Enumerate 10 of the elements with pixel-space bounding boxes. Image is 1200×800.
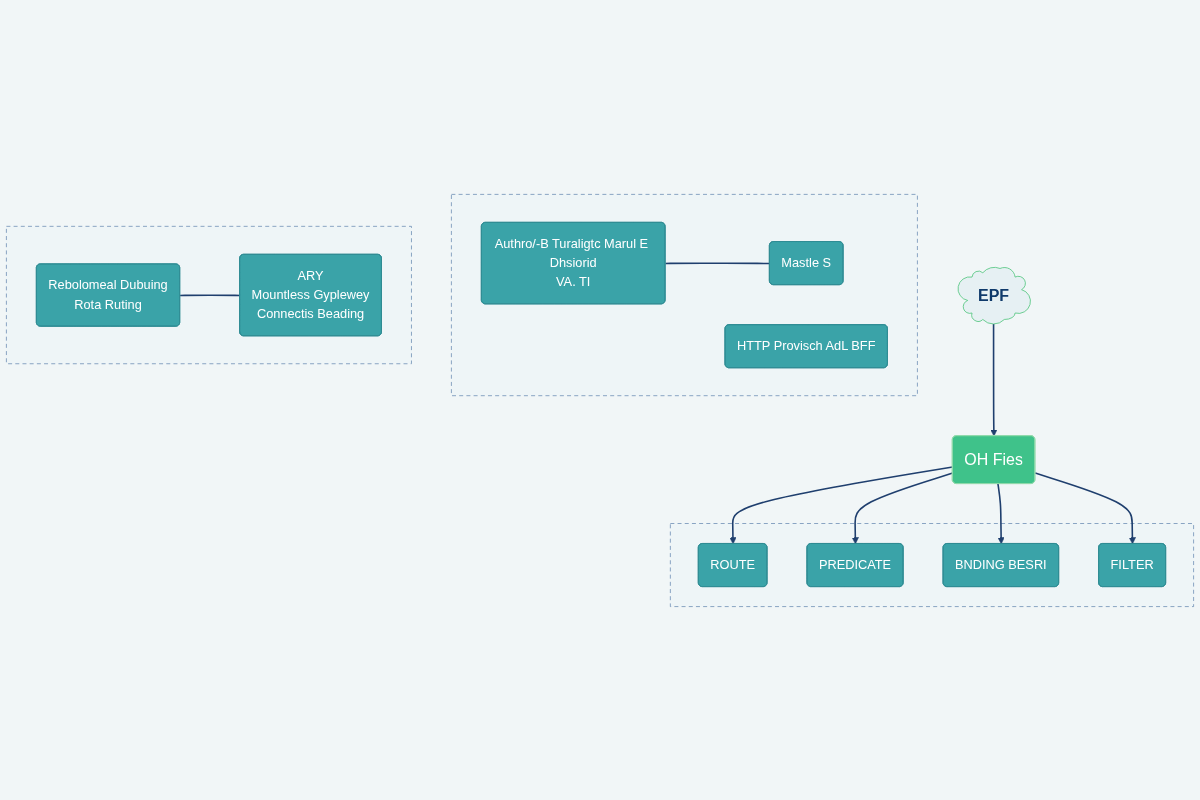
arrow bbox=[997, 482, 1005, 544]
arrow bbox=[851, 471, 954, 544]
cluster bbox=[6, 225, 412, 364]
cluster bbox=[451, 193, 918, 396]
connector bbox=[179, 293, 241, 296]
arrow bbox=[729, 465, 954, 544]
arrow bbox=[1034, 471, 1136, 544]
connector bbox=[664, 261, 771, 264]
arrow bbox=[990, 322, 998, 436]
cluster bbox=[669, 522, 1194, 607]
